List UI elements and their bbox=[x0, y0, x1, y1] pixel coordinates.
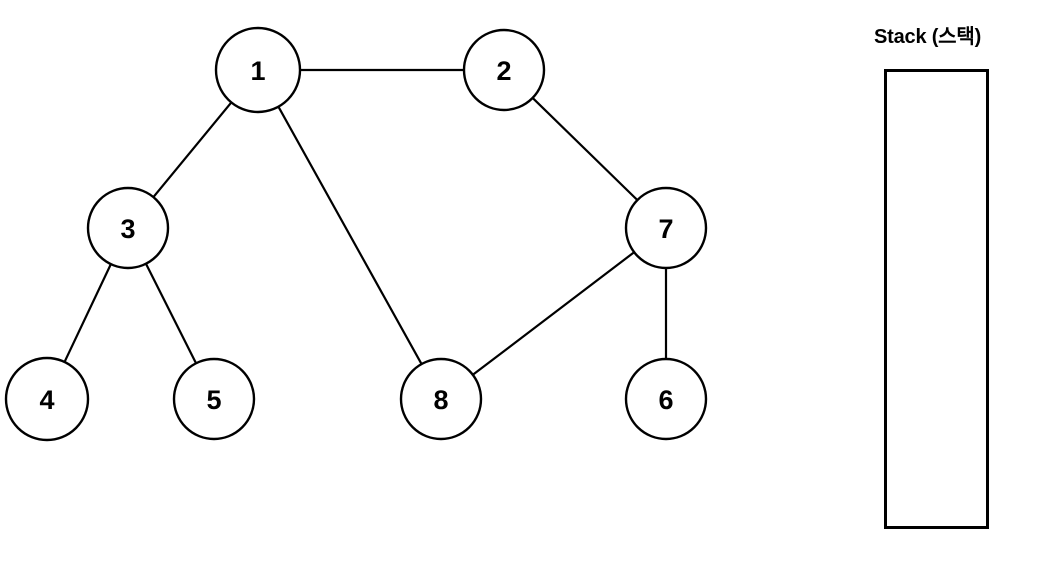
graph-node-circle-1[interactable] bbox=[214, 26, 302, 114]
graph-node-circle-5[interactable] bbox=[172, 357, 256, 441]
graph-node-label-1: 1 bbox=[250, 56, 265, 86]
stack-container[interactable] bbox=[884, 69, 989, 529]
graph-node-label-5: 5 bbox=[206, 385, 221, 415]
graph-edge-3-4 bbox=[63, 263, 112, 364]
graph-edge-3-5 bbox=[144, 262, 198, 365]
graph-node-label-8: 8 bbox=[433, 385, 448, 415]
graph-edge-1-3 bbox=[152, 101, 233, 199]
stack-title: Stack (스택) bbox=[874, 26, 982, 48]
graph-node-circle-2[interactable] bbox=[462, 28, 546, 112]
graph-node-label-2: 2 bbox=[496, 56, 511, 86]
graph-edge-2-7 bbox=[531, 96, 639, 202]
graph-edge-1-8 bbox=[277, 105, 423, 366]
graph-nodes-layer: 1 2 3 7 4 5 8 6 bbox=[4, 26, 708, 442]
graph-node-6[interactable]: 6 bbox=[624, 357, 708, 441]
graph-node-4[interactable]: 4 bbox=[4, 356, 90, 442]
graph-node-circle-3[interactable] bbox=[86, 186, 170, 270]
graph-node-label-3: 3 bbox=[120, 214, 135, 244]
graph-node-1[interactable]: 1 bbox=[214, 26, 302, 114]
graph-node-label-7: 7 bbox=[658, 214, 673, 244]
graph-node-circle-8[interactable] bbox=[399, 357, 483, 441]
graph-node-circle-4[interactable] bbox=[4, 356, 90, 442]
graph-node-2[interactable]: 2 bbox=[462, 28, 546, 112]
graph-node-circle-7[interactable] bbox=[624, 186, 708, 270]
graph-node-label-4: 4 bbox=[39, 385, 54, 415]
graph-node-circle-6[interactable] bbox=[624, 357, 708, 441]
graph-edges-layer bbox=[63, 68, 668, 376]
graph-node-label-6: 6 bbox=[658, 385, 673, 415]
graph-edge-7-8 bbox=[471, 251, 636, 376]
graph-node-8[interactable]: 8 bbox=[399, 357, 483, 441]
graph-node-3[interactable]: 3 bbox=[86, 186, 170, 270]
graph-node-7[interactable]: 7 bbox=[624, 186, 708, 270]
graph-node-5[interactable]: 5 bbox=[172, 357, 256, 441]
